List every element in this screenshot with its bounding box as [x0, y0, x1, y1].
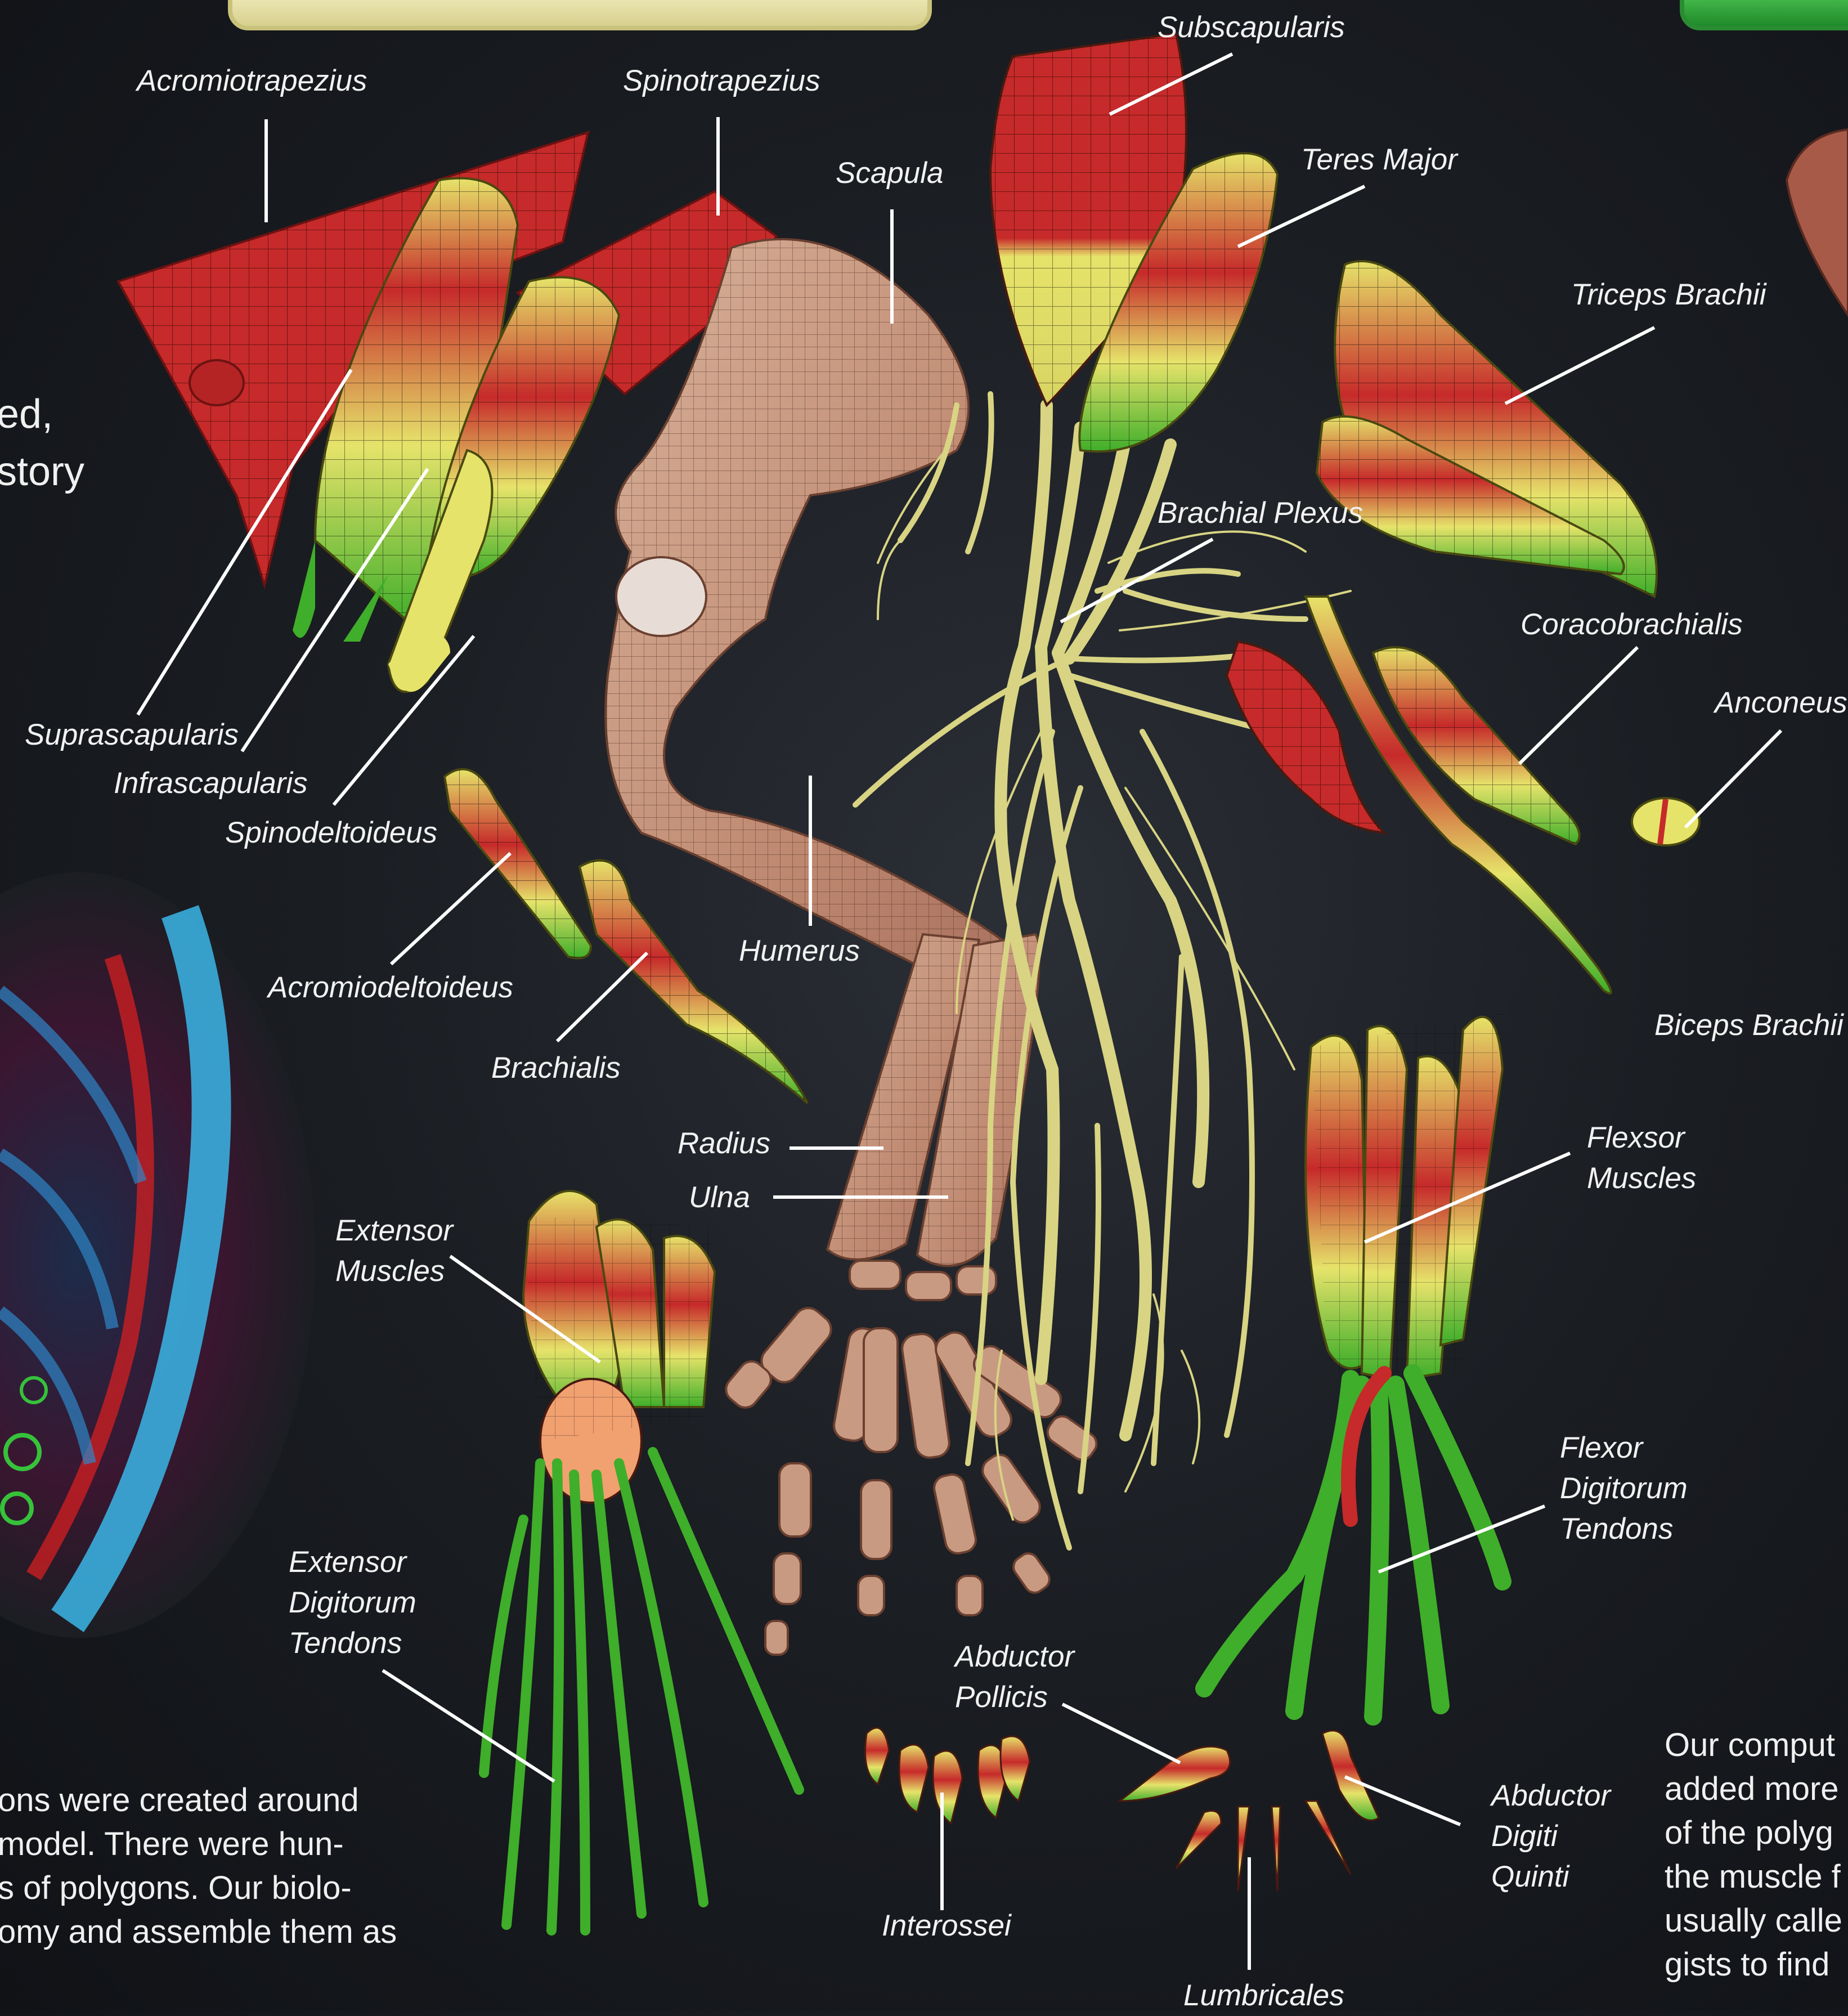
- label-anconeus: Anconeus: [1715, 683, 1847, 723]
- label-abductor-pollicis: Abductor Pollicis: [955, 1637, 1074, 1718]
- label-extensor-muscles: Extensor Muscles: [335, 1211, 453, 1292]
- label-interossei: Interossei: [882, 1906, 1011, 1946]
- label-spinodeltoideus: Spinodeltoideus: [225, 813, 437, 853]
- label-acromiotrapezius: Acromiotrapezius: [137, 61, 367, 101]
- subscapularis-teres-muscles: [990, 34, 1277, 451]
- label-triceps-brachii: Triceps Brachii: [1571, 275, 1766, 315]
- label-flexor-digitorum-tendons: Flexor Digitorum Tendons: [1560, 1428, 1688, 1549]
- left-text-fragment-top: ed, story: [0, 386, 84, 500]
- label-spinotrapezius: Spinotrapezius: [623, 61, 820, 101]
- label-humerus: Humerus: [739, 931, 860, 971]
- label-abductor-digiti-quinti: Abductor Digiti Quinti: [1491, 1776, 1611, 1897]
- right-edge-muscle: [1787, 129, 1848, 315]
- label-suprascapularis: Suprascapularis: [25, 715, 239, 755]
- label-lumbricales: Lumbricales: [1183, 1975, 1344, 2016]
- label-scapula: Scapula: [836, 153, 944, 194]
- label-brachial-plexus: Brachial Plexus: [1158, 493, 1363, 534]
- label-teres-major: Teres Major: [1301, 140, 1457, 180]
- left-paragraph: ons were created around model. There wer…: [0, 1778, 403, 1954]
- label-extensor-digitorum-tendons: Extensor Digitorum Tendons: [289, 1542, 416, 1664]
- label-brachialis: Brachialis: [491, 1048, 621, 1088]
- right-paragraph: Our comput added more of the polyg the m…: [1665, 1723, 1848, 1987]
- label-subscapularis: Subscapularis: [1158, 7, 1345, 48]
- label-biceps-brachii: Biceps Brachii: [1654, 1005, 1843, 1046]
- label-acromiodeltoideus: Acromiodeltoideus: [268, 967, 513, 1008]
- label-flexsor-muscles: Flexsor Muscles: [1587, 1118, 1696, 1199]
- label-infrascapularis: Infrascapularis: [114, 763, 308, 804]
- label-ulna: Ulna: [689, 1177, 750, 1218]
- label-coracobrachialis: Coracobrachialis: [1520, 604, 1743, 645]
- label-radius: Radius: [678, 1123, 770, 1164]
- extensor-muscles-tendons: [484, 1191, 799, 1930]
- radius-ulna-bones: [827, 934, 1039, 1266]
